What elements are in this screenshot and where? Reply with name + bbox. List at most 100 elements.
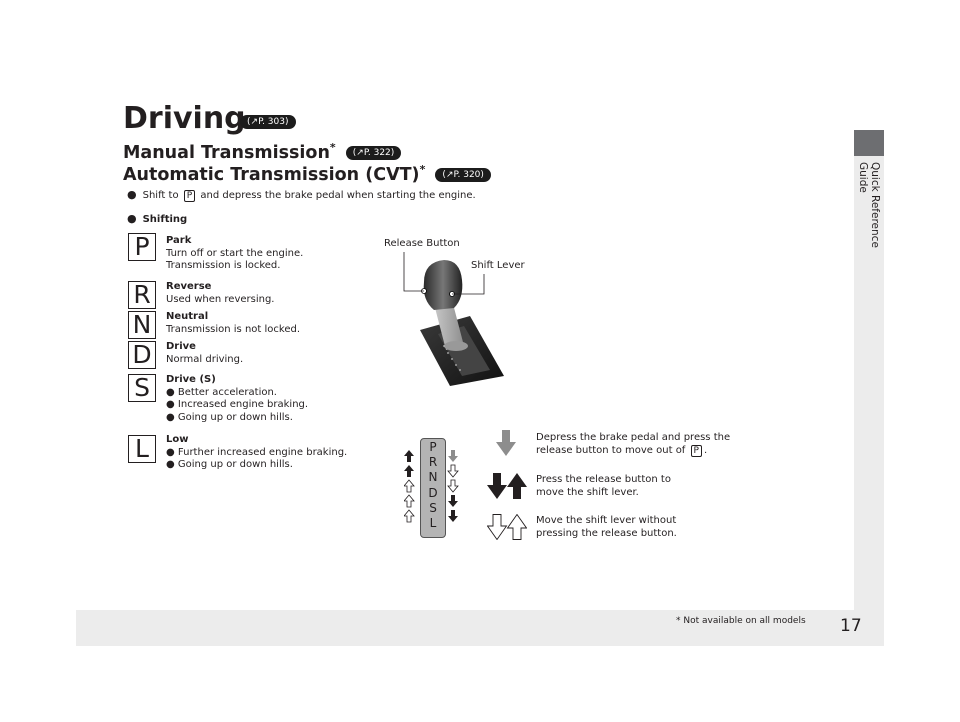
gear-line: Transmission is locked.	[166, 260, 281, 271]
page-ref-link[interactable]: (↗P. 320)	[435, 167, 491, 182]
legend-line: Move the shift lever without	[536, 515, 677, 526]
arrow-up-outline-icon	[404, 509, 415, 523]
shift-lever-knob	[423, 260, 463, 310]
ref-arrow-icon: ↗	[250, 117, 259, 127]
heading-automatic-transmission: Automatic Transmission (CVT)* (↗P. 320)	[123, 163, 491, 185]
page-ref-text: P. 320	[453, 169, 481, 180]
gear-name: Drive	[166, 341, 196, 352]
gear-line: ● Further increased engine braking.	[166, 446, 348, 458]
gear-description: Park Turn off or start the engine. Trans…	[166, 235, 303, 273]
gate-letter: D	[428, 486, 438, 500]
not-all-models-star: *	[329, 141, 336, 154]
page-ref-link[interactable]: (↗P. 303)	[240, 115, 296, 129]
shift-lever-stem	[434, 300, 464, 350]
gate-letter: P	[429, 440, 437, 454]
park-key-icon: P	[183, 190, 196, 202]
shift-lever-illustration	[403, 252, 504, 386]
legend-line: release button to move out of	[536, 445, 686, 456]
arrow-up-solid-icon	[404, 450, 414, 462]
arrows-outline-legend-icon	[487, 514, 527, 540]
page-number: 17	[840, 616, 862, 636]
gear-line: ● Better acceleration.	[166, 386, 277, 398]
start-engine-bullet: ● Shift to P and depress the brake pedal …	[127, 188, 476, 202]
bullet-icon: ●	[127, 188, 137, 201]
legend-release-button: Press the release button to move the shi…	[536, 473, 671, 499]
gear-line: Used when reversing.	[166, 293, 275, 305]
shift-leader-line	[452, 274, 485, 295]
arrow-down-outline-icon	[447, 479, 459, 493]
bullet-text-pre: Shift to	[142, 190, 179, 201]
bullet-icon: ●	[127, 212, 137, 225]
gear-line: ● Going up or down hills.	[166, 459, 293, 470]
sidebar	[854, 130, 884, 610]
bullet-text-post: and depress the brake pedal when startin…	[200, 190, 476, 201]
gear-line: Normal driving.	[166, 353, 244, 365]
release-button-label: Release Button	[384, 238, 460, 249]
ref-arrow-icon: ↗	[445, 169, 454, 180]
footnote: * Not available on all models	[676, 616, 806, 626]
arrow-down-solid-icon	[448, 510, 458, 522]
page-ref-link[interactable]: (↗P. 322)	[345, 145, 402, 160]
arrow-up-outline-icon	[404, 479, 415, 493]
gear-name: Reverse	[166, 281, 212, 292]
heading-text: Automatic Transmission (CVT)	[123, 164, 420, 185]
ref-arrow-icon: ↗	[356, 147, 364, 158]
gear-line: ● Going up or down hills.	[166, 411, 293, 423]
shift-lever-label: Shift Lever	[471, 260, 525, 271]
shifting-bullet: ● Shifting	[127, 212, 187, 225]
gear-description: Drive (S) ● Better acceleration. ● Incre…	[166, 374, 308, 424]
legend-no-release: Move the shift lever without pressing th…	[536, 514, 677, 540]
legend-line: pressing the release button.	[536, 528, 677, 539]
gear-name: Drive (S)	[166, 374, 216, 385]
gear-description: Drive Normal driving.	[166, 341, 243, 366]
gear-line: Transmission is not locked.	[166, 323, 301, 335]
heading-manual-transmission: Manual Transmission* (↗P. 322)	[123, 141, 402, 163]
gear-letter-icon: N	[128, 311, 156, 339]
gear-description: Neutral Transmission is not locked.	[166, 311, 300, 336]
gate-letter: R	[428, 455, 438, 469]
gear-letter-icon: D	[128, 341, 156, 369]
shifting-label: Shifting	[142, 214, 188, 225]
legend-brake-release: Depress the brake pedal and press the re…	[536, 431, 730, 457]
legend-line: Depress the brake pedal and press the	[536, 432, 731, 443]
arrow-down-gray-legend-icon	[496, 430, 516, 456]
gear-letter-icon: P	[128, 233, 156, 261]
arrow-down-solid-icon	[448, 495, 458, 507]
footer-bar	[76, 610, 884, 646]
title-text: Driving	[123, 101, 246, 136]
sidebar-tab[interactable]	[854, 130, 884, 156]
arrows-solid-legend-icon	[487, 473, 527, 499]
arrow-down-outline-icon	[447, 464, 459, 478]
gate-arrows	[404, 450, 459, 523]
gear-letter-icon: L	[128, 435, 156, 463]
gear-name: Neutral	[166, 311, 209, 322]
page-ref-text: P. 303	[258, 117, 285, 127]
not-all-models-star: *	[419, 163, 426, 176]
heading-text: Manual Transmission	[123, 142, 330, 163]
arrow-up-outline-icon	[404, 494, 415, 508]
console-marks	[443, 345, 461, 371]
gate-letter: L	[429, 516, 437, 530]
shift-gate-diagram: P R N D S L	[420, 438, 446, 538]
sidebar-label: Quick Reference Guide	[857, 162, 881, 248]
gear-description: Reverse Used when reversing.	[166, 281, 274, 306]
gear-line: Turn off or start the engine.	[166, 247, 304, 259]
arrow-up-solid-icon	[404, 465, 414, 477]
legend-line: Press the release button to	[536, 474, 671, 485]
page-title: Driving (↗P. 303)	[123, 101, 296, 136]
park-key-icon: P	[690, 445, 702, 457]
gate-letter: N	[428, 470, 438, 484]
shift-lever-boot	[444, 341, 468, 351]
gate-letter: S	[429, 501, 437, 515]
gear-line: ● Increased engine braking.	[166, 399, 309, 410]
gear-name: Low	[166, 434, 189, 445]
release-leader-line	[403, 252, 424, 292]
gear-description: Low ● Further increased engine braking. …	[166, 434, 347, 472]
gear-name: Park	[166, 235, 192, 246]
gear-letter-icon: S	[128, 374, 156, 402]
legend-line: move the shift lever.	[536, 487, 639, 498]
legend-line-end: .	[703, 445, 708, 456]
page-ref-text: P. 322	[363, 147, 391, 158]
arrow-down-gray-icon	[448, 450, 458, 462]
gear-letter-icon: R	[128, 281, 156, 309]
